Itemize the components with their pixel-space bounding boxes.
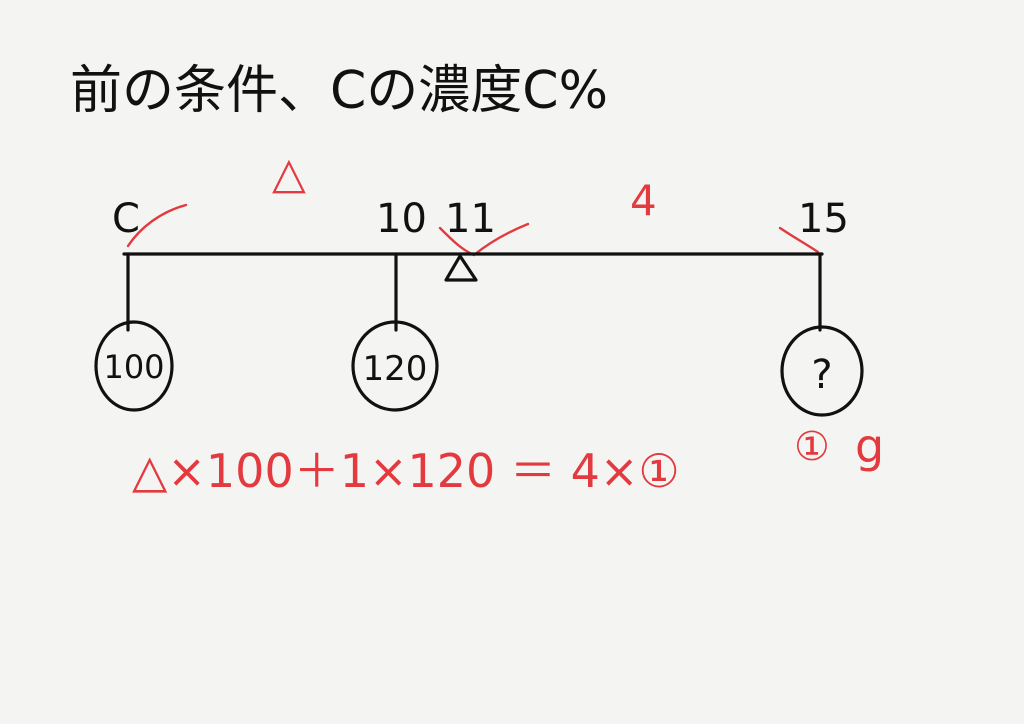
weight-right: ? bbox=[780, 325, 864, 417]
equation-text: △×100＋1×120 ＝ 4×① bbox=[132, 444, 680, 498]
weight-left: 100 bbox=[94, 320, 174, 412]
weight-right-label: ? bbox=[811, 352, 832, 398]
tick-arc-left bbox=[126, 203, 188, 248]
beam-label-mid: 10 bbox=[376, 196, 427, 242]
tick-arc-right bbox=[778, 226, 820, 254]
pivot-fulcrum bbox=[444, 254, 478, 282]
beam-label-pivot: 11 bbox=[445, 196, 496, 242]
unknown-weight-unit: g bbox=[855, 419, 884, 473]
unknown-weight-marker: ① bbox=[794, 424, 830, 470]
gap-right-label: 4 bbox=[630, 176, 657, 225]
title-text: 前の条件、Cの濃度C% bbox=[70, 61, 608, 121]
beam-label-left: C bbox=[112, 196, 140, 242]
weight-mid: 120 bbox=[351, 320, 439, 412]
gap-left-label: △ bbox=[272, 148, 306, 199]
weight-mid-label: 120 bbox=[363, 349, 428, 389]
weight-left-label: 100 bbox=[103, 348, 164, 386]
beam-label-right: 15 bbox=[798, 196, 849, 242]
